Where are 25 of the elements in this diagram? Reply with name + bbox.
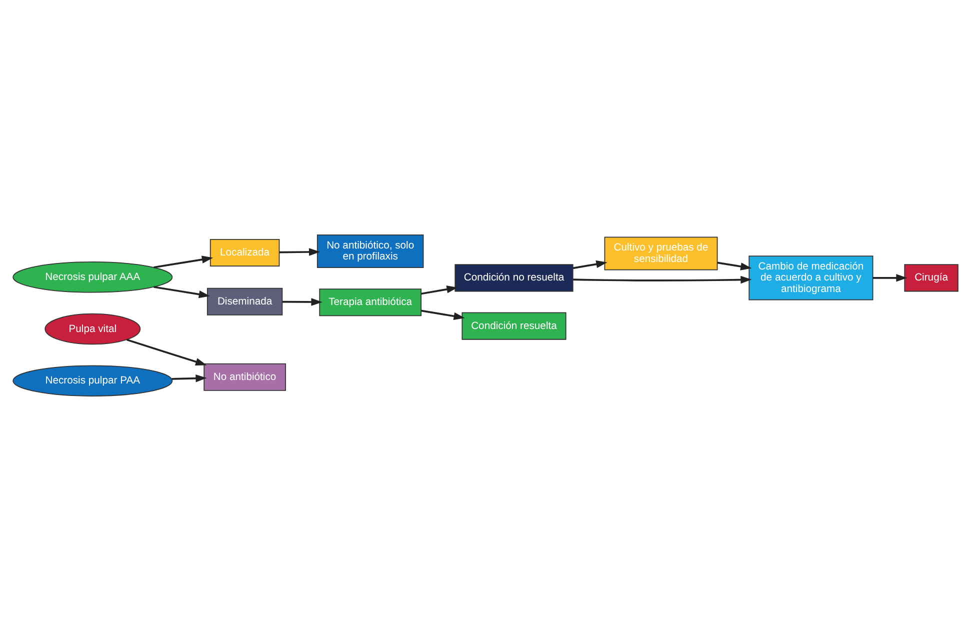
node-box: No antibiótico, solo en profilaxis [316, 234, 424, 268]
node-box: Condición no resuelta [454, 264, 574, 292]
node-ellipse: Necrosis pulpar PAA [12, 365, 173, 396]
node-box: No antibiótico [204, 363, 286, 391]
arrow [154, 256, 214, 268]
arrow [154, 286, 210, 298]
node-box: Cambio de medicación de acuerdo a cultivo y antibiograma [748, 256, 874, 300]
node-box: Condición resuelta [462, 312, 566, 340]
arrow [717, 262, 752, 270]
arrow [126, 338, 207, 366]
node-box: Terapia antibiótica [319, 288, 422, 316]
arrow [172, 374, 207, 382]
arrow [572, 260, 608, 270]
arrow [573, 276, 752, 284]
arrow [279, 248, 320, 256]
node-ellipse: Pulpa vital [44, 313, 141, 345]
node-box: Diseminada [206, 288, 283, 316]
node-ellipse: Necrosis pulpar AAA [12, 262, 173, 293]
arrow [421, 310, 465, 320]
node-box: Cirugía [904, 264, 958, 292]
node-box: Cultivo y pruebas de sensibilidad [604, 236, 718, 270]
arrow [282, 298, 322, 306]
arrow [872, 274, 908, 282]
arrow [421, 285, 458, 295]
node-box: Localizada [210, 238, 280, 266]
